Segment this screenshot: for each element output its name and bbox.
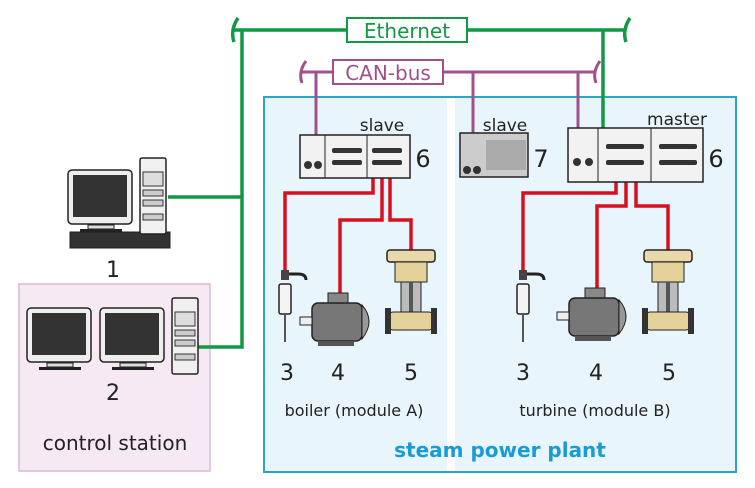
control-station-label: control station <box>43 431 188 455</box>
label-1: 1 <box>106 258 120 283</box>
master-label: master <box>647 110 707 130</box>
ethernet-label: Ethernet <box>364 19 450 43</box>
label-a5: 5 <box>404 361 418 386</box>
pc-1 <box>67 157 171 249</box>
module-b-label: turbine (module B) <box>519 401 670 420</box>
can-label: CAN-bus <box>345 61 431 85</box>
label-2: 2 <box>106 381 120 406</box>
slave-a-label: slave <box>360 116 405 136</box>
label-7: 7 <box>533 145 548 173</box>
label-6b: 6 <box>708 145 723 173</box>
plant-label: steam power plant <box>394 438 606 462</box>
slave-controller-a <box>299 134 411 179</box>
label-b4: 4 <box>589 361 603 386</box>
ethernet-label-box <box>346 17 468 43</box>
can-label-box <box>332 59 444 85</box>
signal-wires <box>283 178 670 295</box>
can-bus <box>299 60 602 136</box>
label-a3: 3 <box>280 361 294 386</box>
label-6a: 6 <box>415 145 430 173</box>
slave-7-label: slave <box>483 116 528 136</box>
ethernet-bus <box>168 17 632 349</box>
label-a4: 4 <box>331 361 345 386</box>
module-divider <box>447 98 455 471</box>
label-b3: 3 <box>516 361 530 386</box>
master-controller <box>567 127 704 183</box>
control-station-pc <box>26 297 199 375</box>
module-a-label: boiler (module A) <box>285 401 424 420</box>
label-b5: 5 <box>662 361 676 386</box>
slave-controller-7 <box>459 132 529 178</box>
